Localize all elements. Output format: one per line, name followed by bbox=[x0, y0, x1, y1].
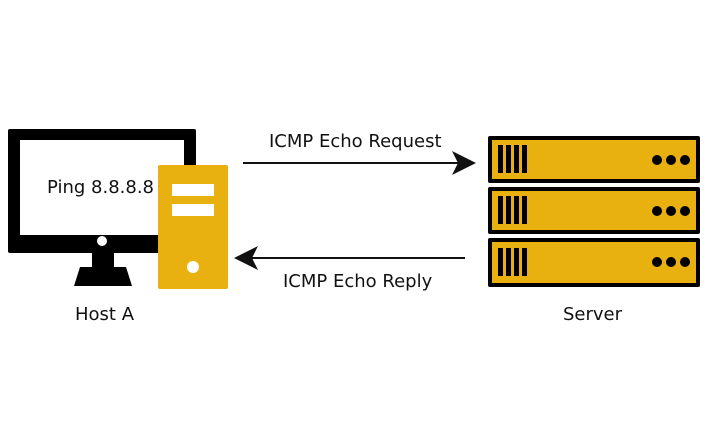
monitor-icon bbox=[8, 129, 196, 286]
server-unit-bottom bbox=[488, 238, 700, 287]
host-a-label: Host A bbox=[75, 304, 135, 325]
server-unit-middle bbox=[488, 187, 700, 234]
icmp-echo-request-label: ICMP Echo Request bbox=[269, 131, 442, 152]
server-unit-top bbox=[488, 136, 700, 183]
pc-tower-icon bbox=[158, 165, 228, 289]
ping-command-text: Ping 8.8.8.8 bbox=[47, 177, 154, 198]
server-rack-icon bbox=[488, 136, 700, 287]
server-label: Server bbox=[563, 304, 623, 325]
icmp-echo-reply-label: ICMP Echo Reply bbox=[283, 271, 433, 292]
